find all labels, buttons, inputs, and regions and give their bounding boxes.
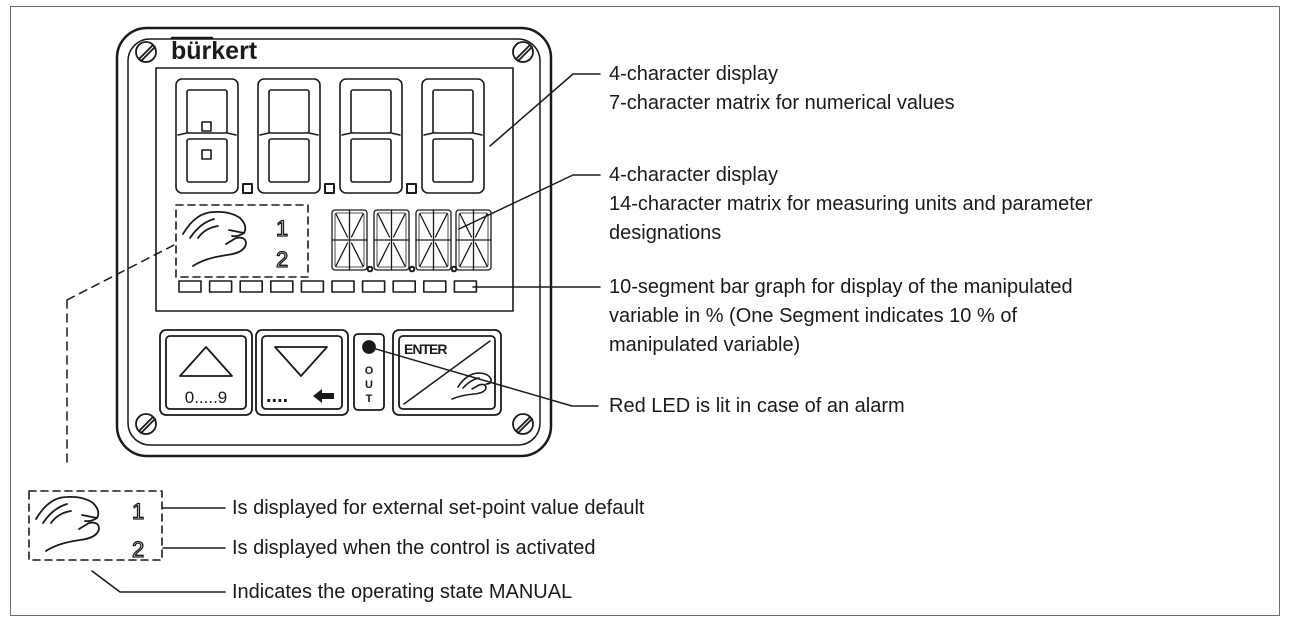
bar-segment-7 (361, 280, 386, 293)
out-letter-1: O (365, 365, 374, 377)
label-units-line2: 14-character matrix for measuring units … (609, 193, 1093, 215)
bar-segment-6 (331, 280, 355, 293)
seven-segment-digits (175, 78, 485, 194)
label-bar-graph: 10-segment bar graph for display of the … (609, 273, 1073, 360)
matrix-decimal-2 (408, 265, 416, 273)
down-key[interactable]: .... (255, 329, 349, 416)
digit-4 (421, 78, 485, 194)
corner-screws (135, 41, 534, 435)
manual-indicator-legend: 1 2 (28, 490, 163, 563)
brand-logo: bürkert (171, 37, 258, 65)
out-label: OUT (365, 365, 374, 405)
label-unit-display: 4-character display 14-character matrix … (609, 161, 1093, 248)
down-key-label: .... (266, 385, 288, 407)
bar-segment-5 (300, 280, 325, 293)
screw-bottom-right-icon (512, 413, 534, 435)
label-red-led: Red LED is lit in case of an alarm (609, 395, 905, 417)
device-housing (115, 26, 553, 458)
up-key-label: 0.....9 (185, 388, 228, 407)
manual-num1: 1 (276, 216, 288, 241)
label-bar-line1: 10-segment bar graph for display of the … (609, 276, 1073, 298)
matrix-decimal-1 (366, 265, 374, 273)
matrix-char-1 (331, 209, 368, 271)
bar-segment-9 (422, 280, 447, 293)
leader-dashed-a (66, 243, 177, 301)
leader-numeric-display (489, 73, 601, 147)
bar-segment-4 (269, 280, 294, 293)
label-manual-state: Indicates the operating state MANUAL (232, 581, 573, 603)
leader-manual-state (91, 570, 226, 593)
legend-hand-icon (35, 495, 100, 552)
legend-num1: 1 (132, 499, 144, 524)
hand-icon (182, 210, 247, 267)
out-letter-3: T (366, 393, 373, 405)
screw-bottom-left-icon (135, 413, 157, 435)
leader-red-led (368, 346, 599, 407)
figure-frame (10, 6, 1280, 616)
leader-lines (66, 73, 601, 593)
digit-2 (257, 78, 321, 194)
legend-num2: 2 (132, 537, 144, 562)
lcd-window (155, 67, 514, 312)
fourteen-segment-matrix (331, 209, 492, 273)
label-external-setpoint: Is displayed for external set-point valu… (232, 497, 645, 519)
digit-3 (339, 78, 403, 194)
decimal-point-1 (242, 183, 253, 194)
label-bar-line2: variable in % (One Segment indicates 10 … (609, 305, 1017, 327)
label-numeric-display: 4-character display 7-character matrix f… (609, 60, 955, 118)
manual-indicator-device: 1 2 (175, 204, 309, 278)
decimal-point-3 (406, 183, 417, 194)
leader-unit-display (458, 174, 601, 230)
label-units-line3: designations (609, 222, 722, 244)
left-arrow-icon (313, 389, 334, 403)
bar-graph (178, 280, 478, 293)
bar-segment-8 (392, 280, 417, 293)
enter-key[interactable]: ENTER (392, 329, 502, 416)
up-key[interactable]: 0.....9 (159, 329, 253, 416)
out-letter-2: U (365, 379, 373, 391)
bar-segment-2 (208, 280, 233, 293)
label-bar-line3: manipulated variable) (609, 334, 801, 356)
matrix-char-4 (455, 209, 492, 271)
digit-1 (175, 78, 239, 194)
label-control-activated: Is displayed when the control is activat… (232, 537, 596, 559)
enter-key-label: ENTER (404, 341, 447, 357)
screw-top-right-icon (512, 41, 534, 63)
matrix-char-3 (415, 209, 452, 271)
label-numeric-line2: 7-character matrix for numerical values (609, 92, 955, 114)
matrix-char-2 (373, 209, 410, 271)
bar-segment-3 (239, 280, 263, 293)
label-numeric-line1: 4-character display (609, 63, 778, 85)
manual-num2: 2 (276, 247, 288, 272)
decimal-point-2 (324, 183, 335, 194)
bar-segment-1 (178, 280, 202, 293)
digit-marker-upper (201, 121, 212, 132)
label-units-line1: 4-character display (609, 164, 778, 186)
screw-top-left-icon (135, 41, 157, 63)
digit-marker-lower (201, 149, 212, 160)
